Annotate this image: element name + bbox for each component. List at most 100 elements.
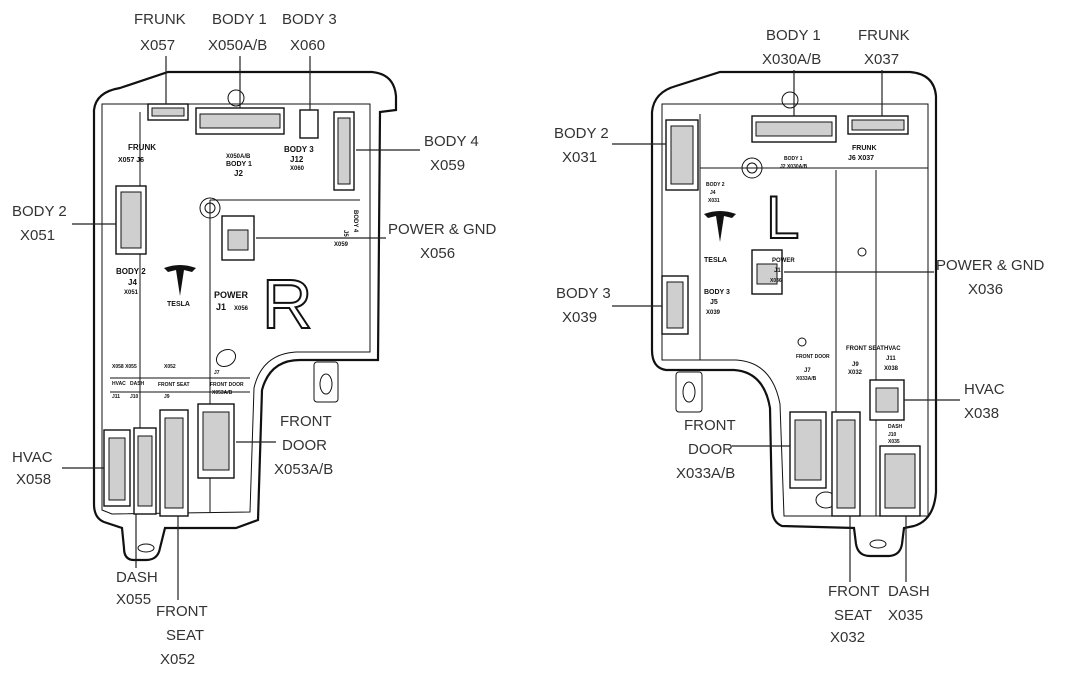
callout-l-frunk-name: FRUNK (858, 27, 910, 44)
onpart-l-frunk: FRUNK (852, 145, 877, 152)
callout-dash-code: X055 (116, 591, 151, 608)
onpart-l-fdoor: FRONT DOOR (796, 354, 830, 360)
callout-l-fseat-code: X032 (830, 629, 865, 646)
onpart-j9: J9 (164, 394, 170, 400)
onpart-body3: BODY 3 (284, 145, 314, 154)
callout-l-dash-name: DASH (888, 583, 930, 600)
left-logo-text: TESLA (704, 257, 727, 264)
onpart-l-dash: DASH (888, 424, 903, 430)
callout-body4-name: BODY 4 (424, 133, 479, 150)
callout-l-fseat-name: FRONT (828, 583, 880, 600)
callout-l-body2-code: X031 (562, 149, 597, 166)
onpart-fdoor: FRONT DOOR (210, 382, 244, 388)
callout-l-hvac-name: HVAC (964, 381, 1005, 398)
callout-l-frunk-code: X037 (864, 51, 899, 68)
callout-body1-name: BODY 1 (212, 11, 267, 28)
callout-l-body2-name: BODY 2 (554, 125, 609, 142)
onpart-l-body3-x: X039 (706, 310, 721, 316)
onpart-body1-a: X050A/B (226, 154, 251, 160)
callout-l-body3-code: X039 (562, 309, 597, 326)
onpart-l-power-j: J1 (774, 268, 781, 274)
callout-body2-code: X051 (20, 227, 55, 244)
callout-l-body3-name: BODY 3 (556, 285, 611, 302)
onpart-l-body3: BODY 3 (704, 289, 730, 296)
callout-body2-name: BODY 2 (12, 203, 67, 220)
onpart-l-body2: BODY 2 (706, 182, 725, 188)
onpart-j10: J10 (130, 394, 139, 400)
onpart-l-x033: X033A/B (796, 376, 817, 382)
callout-l-power-code: X036 (968, 281, 1003, 298)
onpart-power: POWER (214, 290, 249, 300)
onpart-j11: J11 (112, 394, 120, 400)
callout-fseat-name: FRONT (156, 603, 208, 620)
callout-l-hvac-code: X038 (964, 405, 999, 422)
callout-body1-code: X050A/B (208, 37, 267, 54)
callout-l-fdoor-name: FRONT (684, 417, 736, 434)
callout-power-code: X056 (420, 245, 455, 262)
right-logo-text: TESLA (167, 301, 190, 308)
onpart-x053: X053A/B (212, 390, 233, 396)
onpart-frunk: FRUNK (128, 143, 156, 152)
callout-body3-code: X060 (290, 37, 325, 54)
left-module-housing (650, 70, 938, 558)
onpart-l-j11: J11 (886, 356, 896, 362)
right-module: R TESLA FRUNK X057 J6 X050A/B BODY 1 J2 … (12, 11, 497, 668)
callout-l-fdoor-name2: DOOR (688, 441, 733, 458)
onpart-l-power-x: X036 (770, 278, 782, 284)
onpart-body2-x: X051 (124, 290, 139, 296)
callout-fseat-code: X052 (160, 651, 195, 668)
onpart-fseat: FRONT SEAT (158, 382, 190, 388)
left-module: L TESLA BODY 1 J2 X030A/B FRUNK J6 X037 … (554, 27, 1045, 646)
onpart-dash: DASH (130, 381, 145, 387)
right-body3-connector (299, 109, 319, 139)
onpart-l-x035: X035 (888, 439, 900, 445)
onpart-l-j7: J7 (804, 368, 811, 374)
onpart-l-body1-j: J2 X030A/B (780, 164, 808, 170)
onpart-l-x032: X032 (848, 370, 863, 376)
callout-fdoor-name: FRONT (280, 413, 332, 430)
onpart-l-x038: X038 (884, 366, 899, 372)
onpart-x058: X058 X055 (112, 364, 137, 370)
callout-hvac-name: HVAC (12, 449, 53, 466)
left-module-letter: L (766, 184, 799, 251)
onpart-body1-b: BODY 1 (226, 161, 252, 168)
onpart-power-x: X056 (234, 306, 249, 312)
callout-frunk-code: X057 (140, 37, 175, 54)
onpart-l-hvac: HVAC (884, 346, 901, 352)
onpart-body1-j: J2 (234, 169, 243, 178)
onpart-body3-x: X060 (290, 166, 305, 172)
onpart-l-j10: J10 (888, 432, 897, 438)
onpart-body2: BODY 2 (116, 267, 146, 276)
callout-l-dash-code: X035 (888, 607, 923, 624)
callout-dash-name: DASH (116, 569, 158, 586)
onpart-l-frunk-j: J6 X037 (848, 155, 874, 162)
callout-l-body1-name: BODY 1 (766, 27, 821, 44)
tesla-logo-icon (164, 265, 196, 296)
onpart-frunk-j: X057 J6 (118, 157, 144, 164)
onpart-l-power: POWER (772, 258, 795, 264)
onpart-body2-j: J4 (128, 278, 137, 287)
onpart-l-body2-j: J4 (710, 190, 716, 196)
onpart-j7: J7 (214, 370, 220, 376)
callout-fdoor-name2: DOOR (282, 437, 327, 454)
onpart-x052: X052 (164, 364, 176, 370)
callout-fseat-name2: SEAT (166, 627, 204, 644)
callout-l-fseat-name2: SEAT (834, 607, 872, 624)
onpart-body3-j: J12 (290, 155, 304, 164)
callout-fdoor-code: X053A/B (274, 461, 333, 478)
right-module-letter: R (262, 265, 313, 343)
callout-l-body1-code: X030A/B (762, 51, 821, 68)
onpart-l-body2-x: X031 (708, 198, 720, 204)
callout-l-power-name: POWER & GND (936, 257, 1045, 274)
callout-body4-code: X059 (430, 157, 465, 174)
onpart-body4-j: J5 (342, 230, 348, 237)
onpart-power-j: J1 (216, 302, 226, 312)
onpart-l-body1: BODY 1 (784, 156, 803, 162)
onpart-hvac: HVAC (112, 381, 126, 387)
onpart-body4-x: X059 (334, 242, 349, 248)
callout-body3-name: BODY 3 (282, 11, 337, 28)
onpart-body4: BODY 4 (352, 210, 358, 233)
onpart-l-fseat: FRONT SEAT (846, 346, 884, 352)
callout-frunk-name: FRUNK (134, 11, 186, 28)
